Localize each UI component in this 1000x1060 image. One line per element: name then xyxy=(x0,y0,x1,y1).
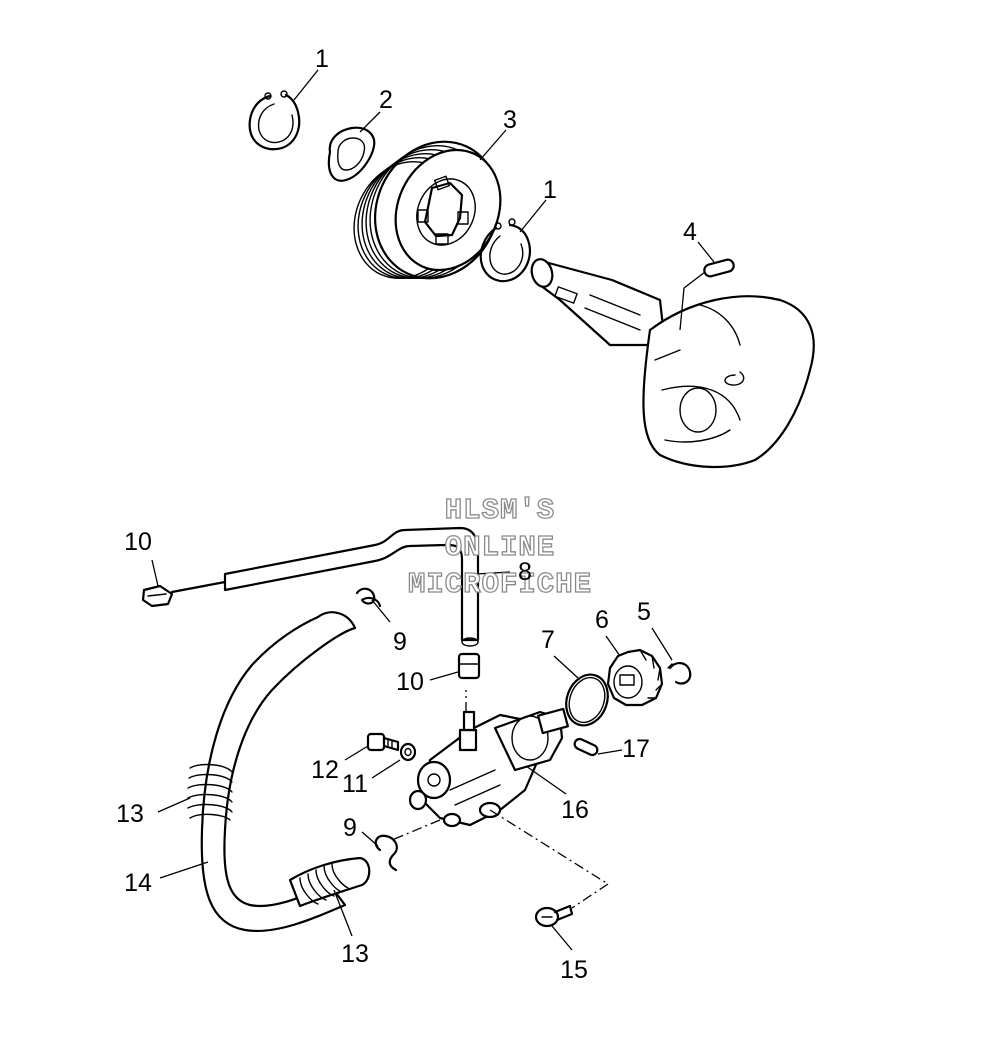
callout-10-center: 10 xyxy=(396,668,424,696)
screw-part-15 xyxy=(534,904,574,928)
pump-pin-part-17 xyxy=(573,737,599,757)
hose-clip-part-9-lower xyxy=(374,834,398,872)
snap-ring-part-1-lower xyxy=(479,218,532,283)
control-cable-part-8 xyxy=(170,526,480,647)
callout-4: 4 xyxy=(683,218,697,246)
callout-9-upper: 9 xyxy=(393,628,407,656)
pulley-part-3 xyxy=(353,140,502,280)
watermark: HLSM'S ONLINE MICROFICHE xyxy=(407,493,592,601)
callout-11: 11 xyxy=(342,770,368,798)
hose-clamp-part-10-center xyxy=(457,652,481,680)
hose-clip-part-9-upper xyxy=(355,587,382,608)
callout-2: 2 xyxy=(379,86,393,114)
bolt-part-12 xyxy=(366,732,400,752)
callout-13-lower: 13 xyxy=(341,940,369,968)
oil-pump-part-16 xyxy=(408,707,569,828)
snap-ring-part-1-upper xyxy=(248,90,301,151)
callout-16: 16 xyxy=(561,796,589,824)
callout-3: 3 xyxy=(503,106,517,134)
key-pin-part-4 xyxy=(703,258,735,278)
callout-7: 7 xyxy=(541,626,555,654)
pump-gear-part-6 xyxy=(606,648,664,707)
callout-6: 6 xyxy=(595,606,609,634)
hose-band-part-13-upper xyxy=(187,763,233,821)
callout-8: 8 xyxy=(518,558,532,586)
lower-leader-lines xyxy=(151,559,673,951)
seal-part-2 xyxy=(327,126,376,182)
hose-clamp-part-10-left xyxy=(141,584,174,608)
watermark-line-3: MICROFICHE xyxy=(408,568,592,601)
callout-1-lower: 1 xyxy=(543,176,557,204)
upper-leader-lines xyxy=(293,69,715,331)
washer-part-11 xyxy=(399,742,417,762)
callout-9-lower: 9 xyxy=(343,814,357,842)
hose-band-part-13-lower xyxy=(299,863,349,905)
shaft-and-rotor xyxy=(530,258,815,469)
callout-15: 15 xyxy=(560,956,588,984)
watermark-line-1: HLSM'S xyxy=(445,494,555,527)
callout-10-left: 10 xyxy=(124,528,152,556)
callout-5: 5 xyxy=(637,598,651,626)
callout-1-upper: 1 xyxy=(315,45,329,73)
watermark-line-2: ONLINE xyxy=(445,531,555,564)
circlip-part-5 xyxy=(667,662,692,685)
callout-17: 17 xyxy=(622,735,650,763)
callout-13-upper: 13 xyxy=(116,800,144,828)
callout-12: 12 xyxy=(311,756,339,784)
callout-labels: 1 2 3 1 4 10 8 9 7 6 5 10 12 11 17 13 16… xyxy=(116,45,697,984)
o-ring-part-7 xyxy=(565,673,609,727)
callout-14: 14 xyxy=(124,869,152,897)
